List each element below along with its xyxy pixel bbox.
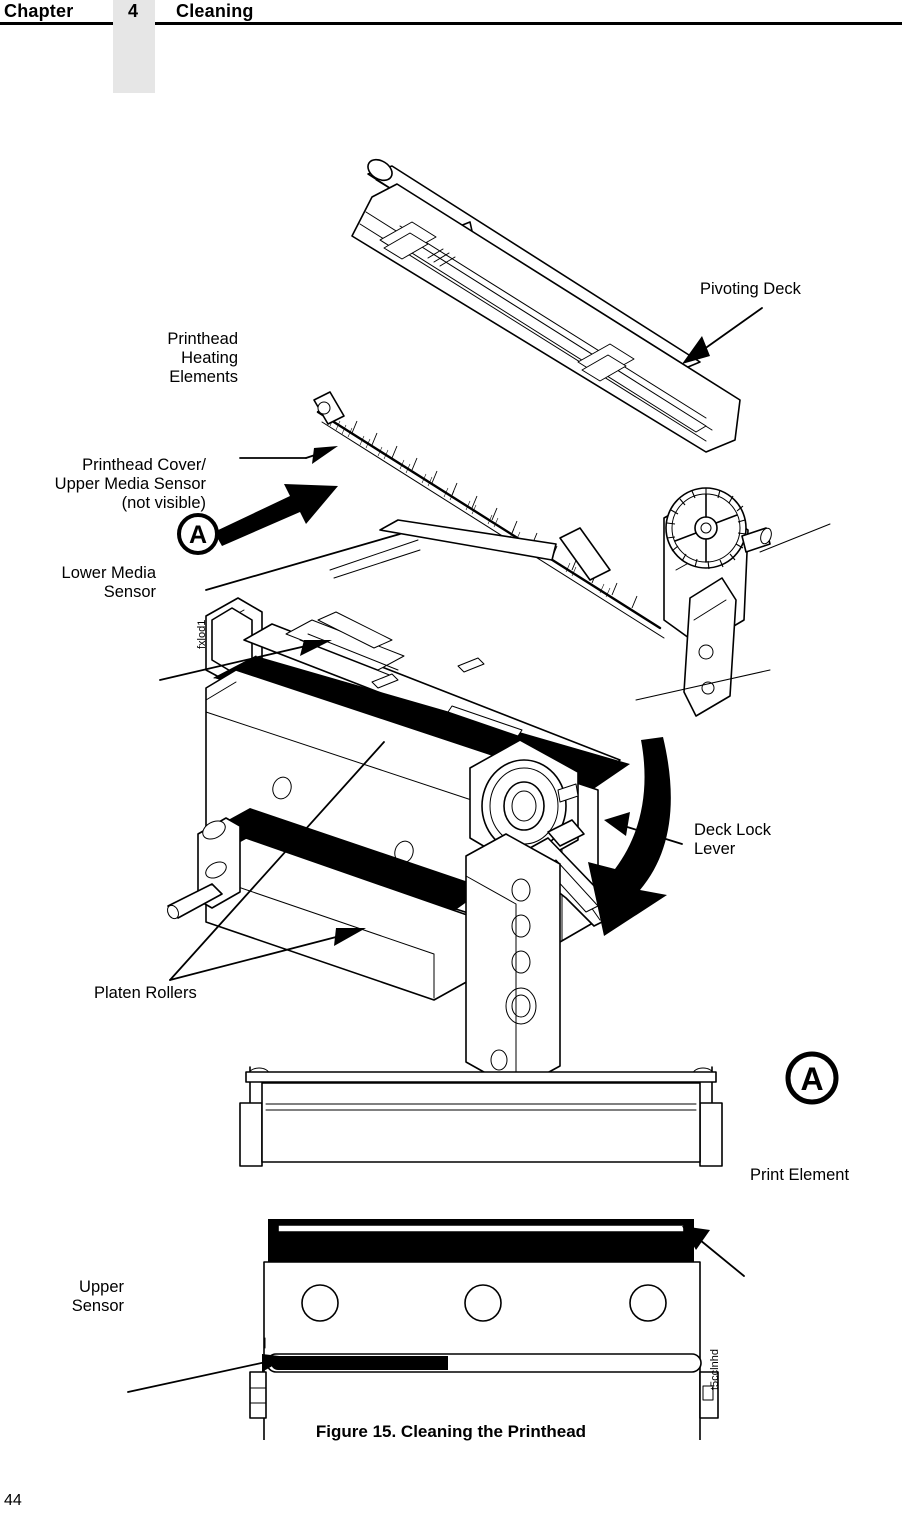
label-deck-lock-lever: Deck Lock Lever: [694, 821, 772, 858]
leader-pivoting-deck: [682, 307, 763, 364]
leader-deck-lock-lever: [604, 812, 683, 845]
side-cover-panel: [465, 833, 561, 1091]
label-pivoting-deck: Pivoting Deck: [700, 280, 801, 298]
leader-lower-media-sensor: [159, 640, 332, 681]
label-printhead-heating-elements: Printhead Heating Elements: [167, 330, 238, 386]
upper-printer-assembly: A: [159, 158, 831, 1091]
svg-text:A: A: [800, 1061, 823, 1097]
printer-base-unit: [166, 597, 630, 1091]
lower-printhead-front-view: A: [127, 1051, 839, 1440]
upper-sensor-bar: [266, 1353, 702, 1373]
leader-printhead-heating-elements: [239, 446, 338, 464]
header-rule-left: [0, 22, 113, 25]
leader-upper-sensor: [127, 1354, 288, 1393]
label-platen-rollers: Platen Rollers: [94, 984, 197, 1002]
header-rule-right: [155, 22, 902, 25]
section-title: Cleaning: [176, 1, 254, 21]
callout-marker-a-lower: A: [785, 1051, 839, 1105]
label-upper-sensor: Upper Sensor: [71, 1278, 124, 1315]
figure-caption: Figure 15. Cleaning the Printhead: [315, 1422, 587, 1441]
label-print-element: Print Element: [750, 1166, 850, 1184]
leader-platen-rollers: [169, 741, 385, 981]
callout-marker-a-upper: A: [177, 484, 338, 555]
leader-print-element: [682, 1226, 745, 1277]
lower-figure-watermark: t5cclnhd: [709, 1349, 721, 1390]
drive-hub: [469, 739, 579, 871]
svg-text:A: A: [189, 521, 207, 549]
chapter-tab: [113, 0, 155, 93]
chapter-label: Chapter: [4, 1, 74, 21]
pivoting-deck-group: [313, 158, 772, 717]
label-printhead-cover-upper-media-sensor: Printhead Cover/ Upper Media Sensor (not…: [54, 456, 206, 512]
chapter-number: 4: [128, 1, 139, 21]
page-header: Chapter 4 Cleaning: [0, 0, 902, 100]
figure-15-illustration: .ln { fill:none; stroke:#000; stroke-wid…: [0, 100, 902, 1440]
figure-line-art: .ln { fill:none; stroke:#000; stroke-wid…: [127, 158, 839, 1440]
leader-printhead-cover: [205, 533, 401, 591]
upper-figure-watermark: fxlod1: [196, 619, 208, 649]
page-number: 44: [4, 1492, 22, 1509]
label-lower-media-sensor: Lower Media Sensor: [61, 564, 156, 601]
deck-motion-arrow: [588, 737, 671, 936]
deck-gear: [665, 487, 747, 570]
